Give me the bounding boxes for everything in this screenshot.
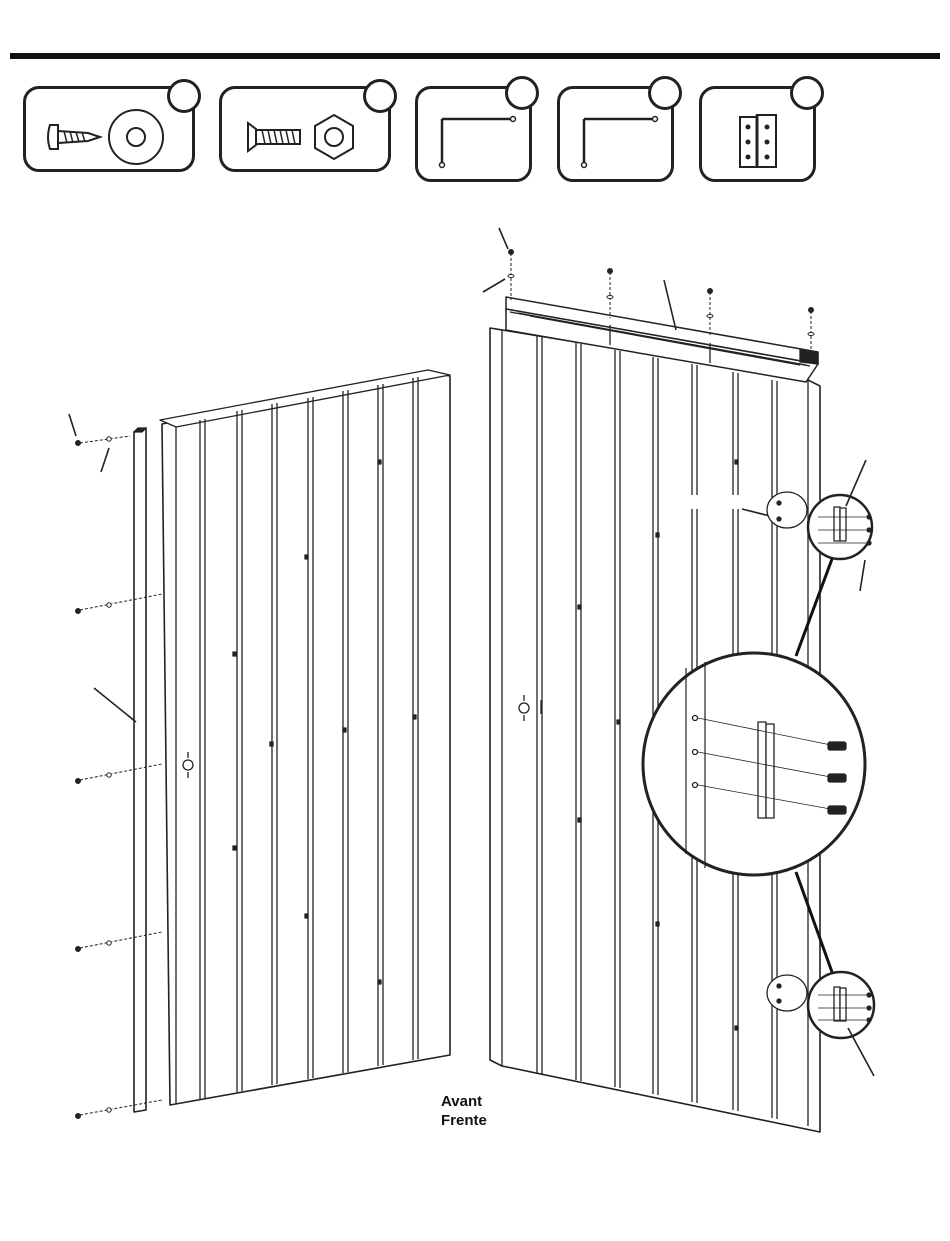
front-label-es: Frente	[441, 1111, 487, 1130]
left-trim-screws	[76, 436, 163, 1119]
door-panel-left	[134, 370, 450, 1112]
front-label: Avant Frente	[441, 1092, 487, 1130]
front-label-fr: Avant	[441, 1092, 487, 1111]
hinge-detail-enlarged-icon	[643, 653, 865, 875]
